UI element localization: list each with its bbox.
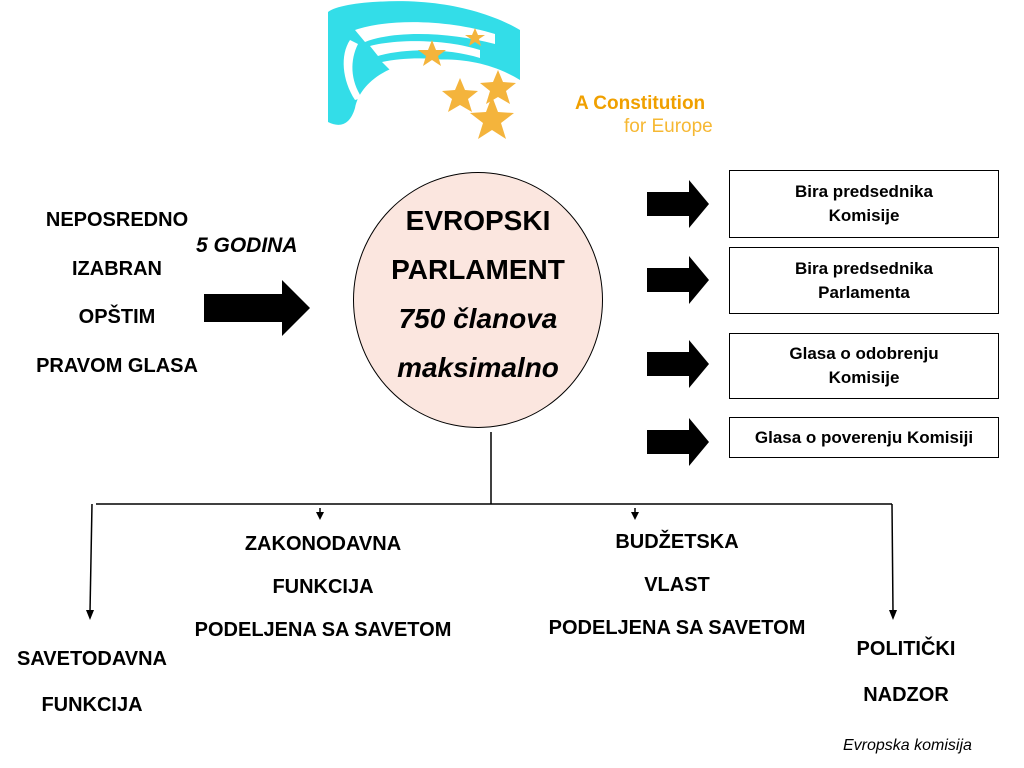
legislative-line-1: ZAKONODAVNA: [244, 533, 402, 555]
parliament-circle: [353, 172, 603, 428]
power-box: Glasa o odobrenju Komisije: [729, 333, 999, 399]
power-arrow-icon: [647, 340, 709, 388]
election-line-3: OPŠTIM: [78, 306, 156, 328]
advisory-function: SAVETODAVNA FUNKCIJA: [4, 636, 180, 728]
parliament-hemicycle-icon: [328, 1, 520, 139]
election-text: NEPOSREDNO IZABRAN OPŠTIM PRAVOM GLASA: [22, 196, 212, 390]
election-arrow-icon: [204, 280, 310, 336]
logo-text: A Constitution for Europe: [575, 92, 713, 138]
legislative-function: ZAKONODAVNA FUNKCIJA PODELJENA SA SAVETO…: [170, 523, 476, 652]
power-arrow-icon: [647, 256, 709, 304]
power-label: Bira predsednika Parlamenta: [795, 258, 933, 302]
legislative-line-3: PODELJENA SA SAVETOM: [194, 619, 452, 641]
election-line-2: IZABRAN: [72, 257, 162, 280]
parliament-line-2: PARLAMENT: [391, 254, 565, 285]
budgetary-function: BUDŽETSKA VLAST PODELJENA SA SAVETOM: [525, 521, 829, 650]
election-line-1: NEPOSREDNO: [45, 209, 189, 231]
power-label: Glasa o odobrenju Komisije: [789, 344, 939, 387]
power-box: Glasa o poverenju Komisiji: [729, 417, 999, 458]
power-arrow-icon: [647, 180, 709, 228]
power-label: Glasa o poverenju Komisiji: [754, 427, 974, 447]
power-box: Bira predsednika Komisije: [729, 170, 999, 238]
advisory-line-2: FUNKCIJA: [41, 694, 143, 716]
source-credit: Evropska komisija: [843, 737, 972, 754]
advisory-line-1: SAVETODAVNA: [16, 648, 168, 670]
term-label: 5 GODINA: [196, 234, 298, 257]
budgetary-line-3: PODELJENA SA SAVETOM: [548, 617, 806, 639]
parliament-line-1: EVROPSKI: [405, 205, 551, 236]
parliament-label: EVROPSKI PARLAMENT 750 članova maksimaln…: [353, 196, 603, 392]
budgetary-line-2: VLAST: [644, 574, 710, 596]
logo-title: A Constitution: [575, 93, 706, 114]
power-label: Bira predsednika Komisije: [795, 182, 933, 225]
political-line-2: NADZOR: [863, 684, 949, 706]
logo-subtitle: for Europe: [624, 116, 713, 137]
parliament-line-4: maksimalno: [397, 352, 559, 383]
power-arrow-icon: [647, 418, 709, 466]
election-line-4: PRAVOM GLASA: [36, 354, 198, 377]
parliament-line-3: 750 članova: [398, 303, 558, 334]
power-box: Bira predsednika Parlamenta: [729, 247, 999, 314]
political-function: POLITIČKI NADZOR: [838, 626, 974, 718]
constitution-logo: [320, 0, 550, 152]
budgetary-line-1: BUDŽETSKA: [615, 531, 739, 553]
legislative-line-2: FUNKCIJA: [272, 576, 374, 598]
political-line-1: POLITIČKI: [856, 638, 956, 660]
